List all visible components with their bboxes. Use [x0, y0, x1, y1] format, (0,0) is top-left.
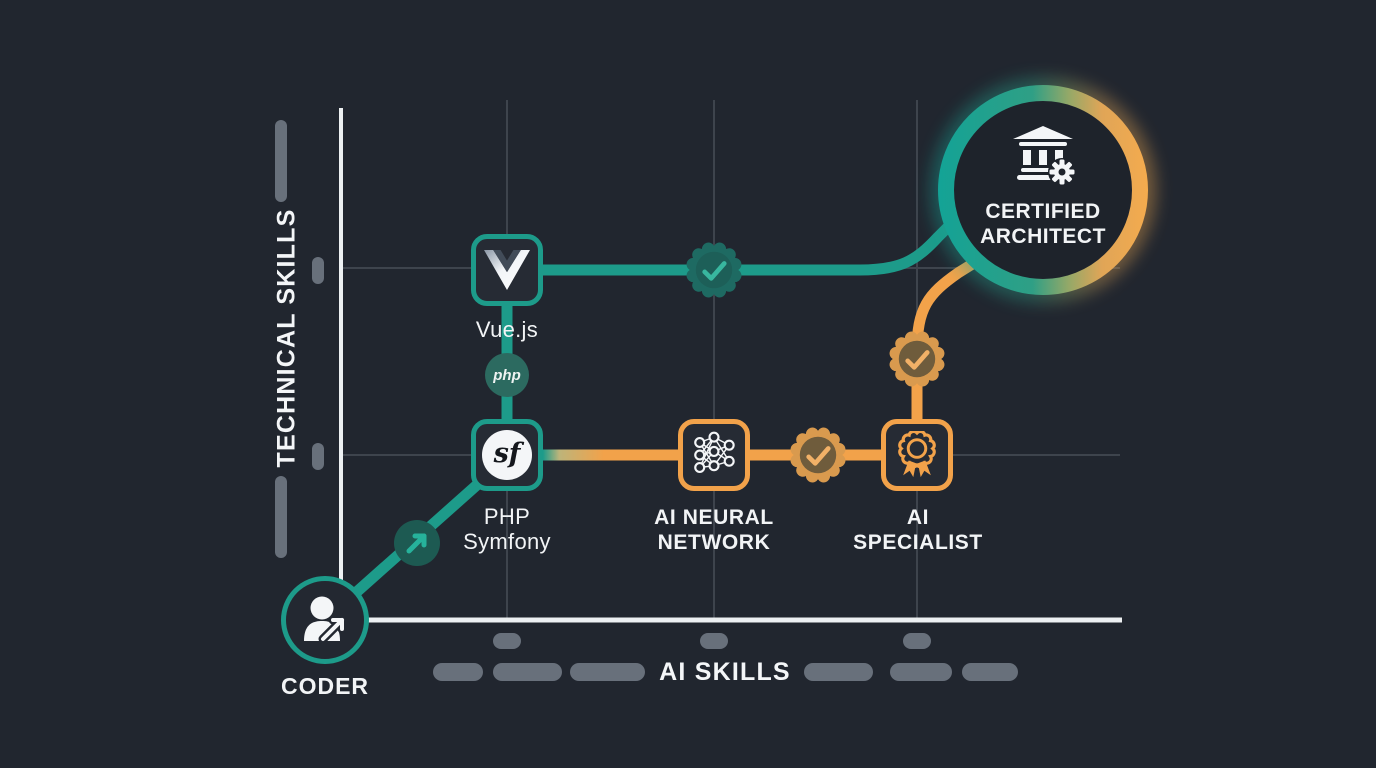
award-ribbon-icon [898, 431, 936, 478]
node-symfony-label-line2: Symfony [463, 529, 551, 554]
x-axis-label: AI SKILLS [659, 658, 791, 686]
symfony-sf-glyph: sf [493, 437, 521, 469]
architect-ring [930, 77, 1156, 303]
node-ai-specialist [881, 419, 953, 491]
milestone-check-gold-mid [790, 427, 846, 483]
y-axis-tick-lower [312, 443, 324, 470]
checkmark-seal-icon [889, 331, 945, 387]
neural-network-icon [694, 431, 735, 474]
node-coder [281, 576, 369, 664]
x-axis-deco-dash-5 [890, 663, 952, 681]
milestone-check-gold-upper [889, 331, 945, 387]
path-vue-to-architect [537, 215, 960, 276]
node-architect-label-line2: ARCHITECT [980, 225, 1106, 248]
symfony-logo-icon: sf [482, 430, 532, 480]
node-neural-network [678, 419, 750, 491]
arrow-up-right-icon [406, 533, 427, 554]
x-axis-deco-dash-1 [433, 663, 483, 681]
node-vuejs-label: Vue.js [475, 317, 539, 342]
node-symfony-label-line1: PHP [483, 504, 531, 529]
node-neural-label-line2: NETWORK [657, 531, 771, 554]
x-axis-deco-dash-6 [962, 663, 1018, 681]
php-badge-label: php [493, 366, 521, 384]
vuejs-logo-icon [484, 250, 530, 290]
x-axis-tick-3 [903, 633, 931, 649]
checkmark-seal-icon [790, 427, 846, 483]
y-axis-deco-dash-bottom [275, 476, 287, 558]
checkmark-seal-icon [686, 242, 742, 298]
node-coder-label: CODER [280, 673, 370, 699]
milestone-check-teal [686, 242, 742, 298]
node-neural-label-line1: AI NEURAL [654, 506, 774, 529]
node-symfony: sf [471, 419, 543, 491]
x-axis-tick-2 [700, 633, 728, 649]
x-axis-deco-dash-2 [493, 663, 562, 681]
x-axis-deco-dash-3 [570, 663, 645, 681]
node-specialist-label-line1: AI [906, 506, 930, 529]
growth-arrow-badge [394, 520, 440, 566]
y-axis-tick-upper [312, 257, 324, 284]
institution-gear-icon [1013, 126, 1076, 186]
node-vuejs [471, 234, 543, 306]
node-specialist-label-line2: SPECIALIST [853, 531, 983, 554]
php-badge: php [485, 353, 529, 397]
x-axis-tick-1 [493, 633, 521, 649]
y-axis-label: TECHNICAL SKILLS [272, 208, 301, 468]
x-axis-deco-dash-4 [804, 663, 873, 681]
node-architect-label-line1: CERTIFIED [985, 200, 1101, 223]
y-axis-deco-dash-top [275, 120, 287, 202]
person-growth-arrow-icon [304, 596, 347, 644]
